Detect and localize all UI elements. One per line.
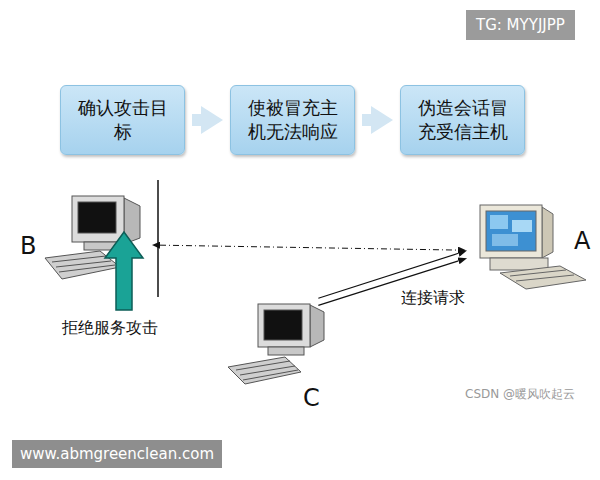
step-text: 伪造会话冒充受信主机 bbox=[409, 96, 516, 145]
computer-c-icon bbox=[228, 304, 324, 384]
flow-arrow bbox=[362, 114, 371, 126]
computer-a-icon bbox=[480, 205, 586, 289]
watermark: CSDN @暖风吹起云 bbox=[465, 386, 575, 403]
attack-arrow bbox=[105, 232, 143, 310]
computer-node: B bbox=[20, 185, 150, 285]
process-box: 使被冒充主机无法响应 bbox=[230, 85, 355, 155]
host-letter: B bbox=[20, 233, 36, 261]
computer-node: A bbox=[468, 198, 593, 293]
watermark: TG: MYYJJPP bbox=[466, 10, 575, 40]
host-letter: C bbox=[303, 385, 320, 413]
computer-node: C bbox=[225, 295, 330, 413]
watermark: www.abmgreenclean.com bbox=[12, 440, 222, 468]
host-letter: A bbox=[574, 228, 590, 256]
step-text: 使被冒充主机无法响应 bbox=[239, 96, 346, 145]
trust-link bbox=[160, 245, 458, 250]
edge-label: 连接请求 bbox=[399, 288, 467, 309]
process-box: 伪造会话冒充受信主机 bbox=[400, 85, 525, 155]
flow-arrow bbox=[192, 114, 201, 126]
attack-label: 拒绝服务攻击 bbox=[62, 318, 158, 339]
separator-line bbox=[157, 180, 159, 297]
step-text: 确认攻击目标 bbox=[69, 96, 176, 145]
process-box: 确认攻击目标 bbox=[60, 85, 185, 155]
